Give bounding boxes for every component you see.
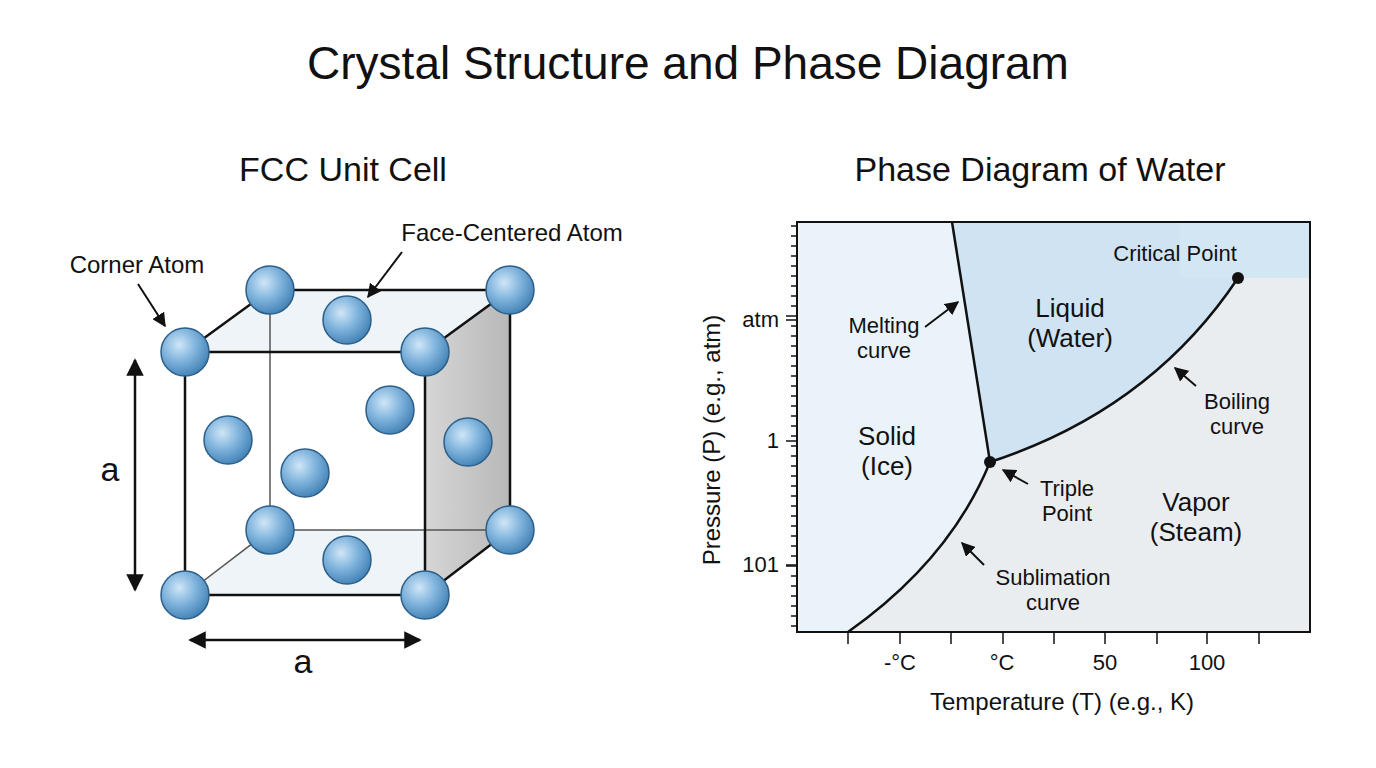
fcc-cube	[135, 252, 534, 640]
region-label: Solid (Ice)	[837, 422, 937, 482]
region-label: Liquid (Water)	[1005, 294, 1135, 354]
axis-tick-label: 101	[742, 552, 779, 577]
axis-tick	[791, 515, 797, 517]
axis-tick	[791, 395, 797, 397]
plot-frame	[797, 222, 1310, 632]
curve-label: Boiling curve	[1187, 389, 1287, 440]
axis-tick	[791, 455, 797, 457]
axis-tick	[791, 595, 797, 597]
dimension-label: a	[294, 642, 313, 681]
axis-tick-label: 1	[767, 428, 779, 453]
axis-tick	[791, 325, 797, 327]
axis-tick	[791, 605, 797, 607]
axis-tick	[791, 405, 797, 407]
axis-tick	[791, 465, 797, 467]
solid-region	[797, 222, 990, 632]
axis-tick	[791, 335, 797, 337]
callout-label: Face-Centered Atom	[401, 219, 622, 247]
axis-tick	[1002, 632, 1004, 644]
axis-tick	[791, 295, 797, 297]
axis-tick	[791, 585, 797, 587]
axis-tick	[791, 375, 797, 377]
axis-tick	[791, 435, 797, 437]
callout-label: Corner Atom	[70, 251, 205, 279]
axis-tick	[791, 235, 797, 237]
axis-tick	[791, 535, 797, 537]
region-label: Vapor (Steam)	[1136, 488, 1256, 548]
axis-tick	[791, 525, 797, 527]
axis-ticks	[786, 226, 1259, 644]
axis-tick	[899, 632, 901, 644]
atoms	[161, 266, 534, 619]
phase-diagram	[786, 222, 1310, 644]
axis-tick	[791, 495, 797, 497]
axis-tick	[786, 319, 797, 321]
axis-tick	[791, 355, 797, 357]
axis-title: Temperature (T) (e.g., K)	[930, 688, 1194, 716]
axis-tick	[1258, 632, 1260, 644]
axis-tick	[791, 365, 797, 367]
page-title: Crystal Structure and Phase Diagram	[307, 37, 1069, 90]
axis-tick	[847, 632, 849, 644]
axis-tick	[791, 385, 797, 387]
axis-tick	[786, 440, 797, 442]
axis-tick	[791, 245, 797, 247]
axis-tick	[791, 265, 797, 267]
axis-tick	[791, 555, 797, 557]
vapor-region	[797, 222, 1310, 632]
axis-tick	[786, 315, 797, 317]
axis-tick	[1206, 632, 1208, 644]
axis-tick	[786, 565, 797, 567]
point-label: Triple Point	[1027, 476, 1107, 527]
point-label: Critical Point	[1113, 241, 1236, 266]
axis-tick-label: -°C	[884, 650, 916, 675]
axis-tick	[791, 425, 797, 427]
axis-tick	[1156, 632, 1158, 644]
axis-tick	[791, 625, 797, 627]
axis-tick-label: atm	[742, 307, 779, 332]
dimension-arrows	[135, 360, 420, 640]
axis-tick	[791, 545, 797, 547]
axis-tick	[791, 225, 797, 227]
axis-tick	[791, 575, 797, 577]
axis-tick	[791, 475, 797, 477]
axis-tick	[791, 275, 797, 277]
liquid-region	[952, 222, 1310, 462]
axis-tick	[791, 255, 797, 257]
panel-title: FCC Unit Cell	[239, 150, 447, 189]
axis-tick	[791, 445, 797, 447]
critical-point-dot	[1232, 272, 1244, 284]
axis-tick	[950, 632, 952, 644]
axis-title: Pressure (P) (e.g., atm)	[698, 315, 726, 566]
triple-point-dot	[984, 456, 996, 468]
dimension-label: a	[101, 450, 120, 489]
axis-tick	[791, 345, 797, 347]
axis-tick-label: 50	[1093, 650, 1117, 675]
axis-tick	[791, 415, 797, 417]
curve-label: Melting curve	[834, 313, 934, 364]
axis-tick-label: 100	[1189, 650, 1226, 675]
cube-edges	[185, 290, 510, 595]
panel-title: Phase Diagram of Water	[855, 150, 1226, 189]
axis-tick	[791, 485, 797, 487]
axis-tick	[791, 285, 797, 287]
axis-tick	[786, 564, 797, 566]
axis-tick	[791, 505, 797, 507]
axis-tick-label: °C	[990, 650, 1015, 675]
axis-tick	[791, 615, 797, 617]
curve-label: Sublimation curve	[973, 565, 1133, 616]
axis-tick	[791, 305, 797, 307]
axis-tick	[1104, 632, 1106, 644]
hidden-edges	[185, 290, 510, 595]
axis-tick	[1053, 632, 1055, 644]
